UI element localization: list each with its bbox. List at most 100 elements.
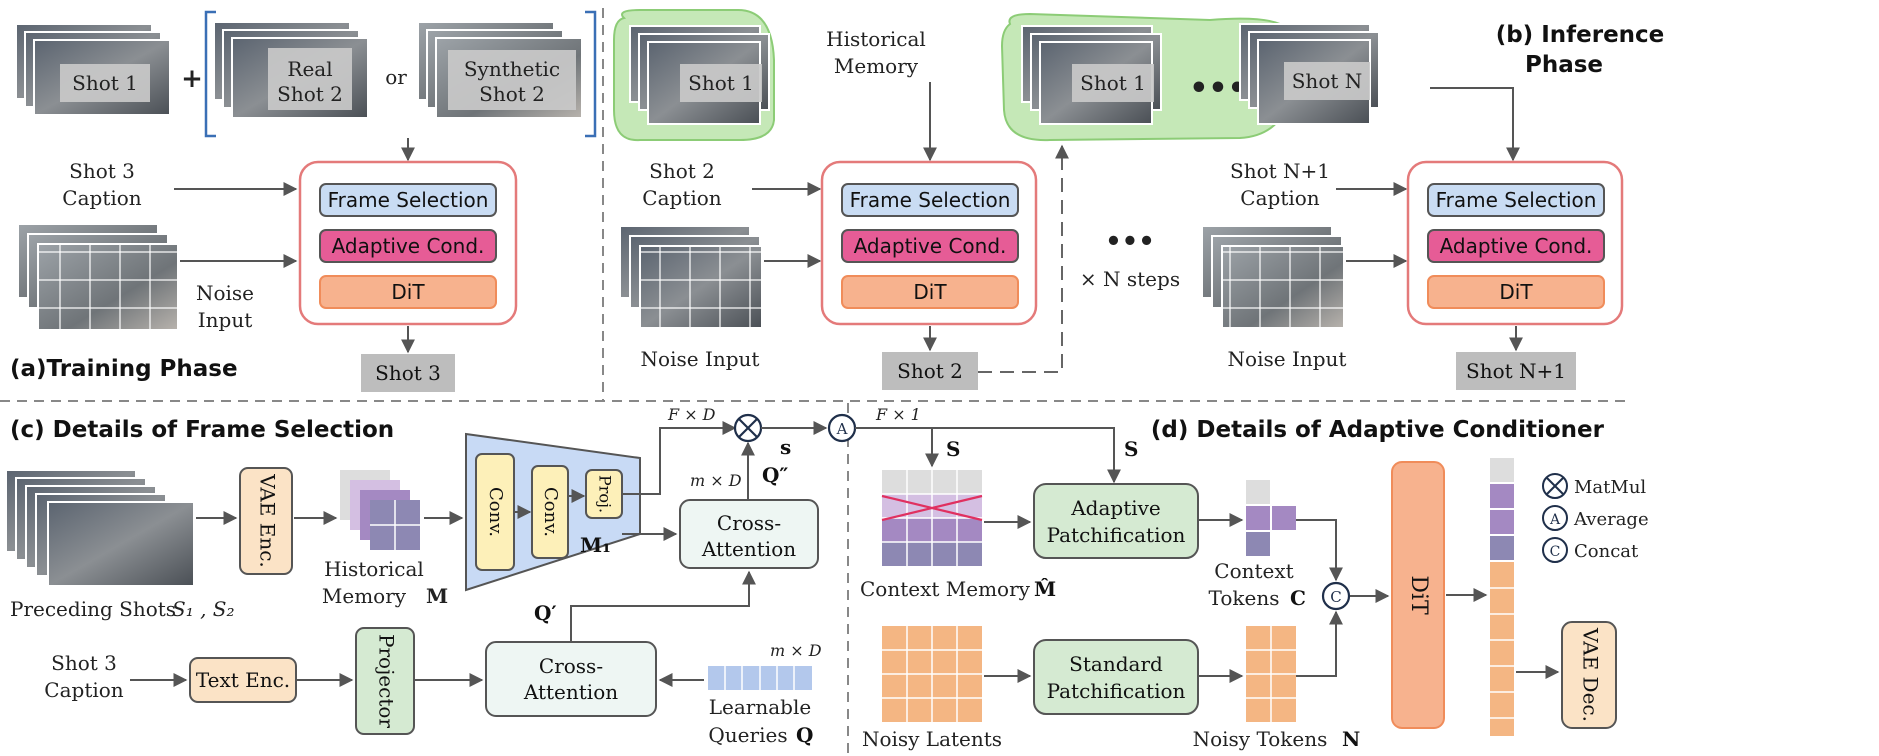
noisy-tokens-label: Noisy Tokens	[1193, 727, 1328, 751]
history-label-line2: Memory	[834, 54, 919, 78]
shot1-frame-stack: Shot 1	[15, 23, 171, 116]
synthetic-shot2-line1: Synthetic	[464, 57, 560, 81]
training-frame-selection: Frame Selection	[328, 188, 489, 212]
output-token-column	[1490, 458, 1514, 736]
q-prime-label: Q′	[534, 601, 557, 625]
text-enc-label: Text Enc.	[196, 668, 290, 692]
inference2-output-label: Shot 2	[897, 359, 963, 383]
S-left-label: S	[946, 437, 960, 461]
conv1-label: Conv.	[485, 487, 506, 537]
context-memory-grid	[881, 470, 983, 566]
cross-attn-top-line2: Attention	[701, 537, 796, 561]
inferenceN-output-box	[1456, 352, 1576, 390]
frame-selection-title: (c) Details of Frame Selection	[10, 417, 394, 443]
arrow-proj-to-matmul	[622, 421, 737, 495]
preceding-shots-label: Preceding Shots	[10, 597, 176, 621]
inference-caption2-line2: Caption	[642, 186, 722, 210]
legend-matmul-label: MatMul	[1574, 477, 1646, 498]
fxd-label: F × D	[667, 405, 716, 424]
inference-noiseN-label: Noise Input	[1228, 347, 1347, 371]
projector-label: Projector	[375, 634, 399, 728]
mxd-bottom-label: m × D	[770, 641, 822, 660]
context-memory-var: M̂	[1034, 577, 1056, 601]
training-output-box	[361, 354, 455, 392]
noisy-latents-grid	[882, 626, 982, 722]
average-icon-symbol: A	[836, 420, 848, 438]
learnable-var: Q	[796, 723, 813, 747]
context-memory-label: Context Memory	[860, 577, 1031, 601]
legend-matmul-icon	[1542, 473, 1568, 499]
m1-label: M₁	[580, 533, 611, 557]
cross-attn-bottom-line1: Cross-	[539, 654, 603, 678]
preceding-shots-vars: S₁ , S₂	[172, 597, 235, 621]
inference2-output-box	[882, 352, 978, 390]
training-shot1-label: Shot 1	[72, 71, 138, 95]
vae-enc-label: VAE Enc.	[256, 473, 280, 568]
n-steps-label: × N steps	[1080, 267, 1180, 291]
vae-dec-box	[1561, 621, 1617, 729]
real-shot2-line2: Shot 2	[277, 82, 343, 106]
legend-average-label: Average	[1573, 509, 1649, 530]
training-adaptive-cond: Adaptive Cond.	[332, 234, 485, 258]
adaptive-conditioner-section: F × 1 S S (d) Details of Adaptive Condit…	[855, 405, 1649, 751]
synthetic-shot2-line2: Shot 2	[479, 82, 545, 106]
frame-selection-details-section: (c) Details of Frame Selection Preceding…	[5, 405, 857, 747]
matmul-icon	[733, 413, 763, 443]
training-model-module: Frame Selection Adaptive Cond. DiT	[298, 160, 518, 326]
real-shot2-line1: Real	[287, 57, 332, 81]
synthetic-shot2-frame-stack: Synthetic Shot 2	[417, 21, 583, 119]
context-tokens-grid	[1246, 480, 1296, 556]
hist-memory-line1: Historical	[324, 557, 424, 581]
adaptive-patch-line1: Adaptive	[1070, 496, 1161, 520]
historical-memory-tokens	[340, 470, 420, 550]
inferenceN-frame-selection: Frame Selection	[1436, 188, 1597, 212]
inference-caption2-line1: Shot 2	[649, 159, 715, 183]
inference-shot1-label: Shot 1	[688, 71, 754, 95]
memory-ellipsis: •••	[1189, 71, 1247, 106]
inferenceN-output-label: Shot N+1	[1466, 359, 1566, 383]
steps-ellipsis: •••	[1105, 227, 1155, 257]
legend-average-symbol: A	[1549, 512, 1561, 528]
hist-memory-line2: Memory	[322, 584, 407, 608]
arrow-s-to-adaptive-patch	[855, 427, 1121, 484]
inference-captionN-line2: Caption	[1240, 186, 1320, 210]
learnable-line1: Learnable	[709, 695, 811, 719]
training-dit: DiT	[391, 280, 425, 304]
training-phase-section: Shot 1 + Real Shot 2 or Synthetic Shot 2…	[10, 10, 597, 392]
inference-noise2-label: Noise Input	[641, 347, 760, 371]
arrow-historyN-to-module	[1430, 87, 1520, 162]
inference2-frame-selection: Frame Selection	[850, 188, 1011, 212]
inference-title-line2: Phase	[1525, 52, 1603, 78]
legend-concat-label: Concat	[1574, 541, 1639, 562]
learnable-queries-tokens	[708, 666, 812, 690]
adaptive-patch-line2: Patchification	[1047, 523, 1186, 547]
s-label: s	[780, 435, 791, 459]
inference-title-line1: (b) Inference	[1496, 22, 1665, 48]
bracket-right	[585, 10, 597, 138]
context-tokens-var: C	[1290, 586, 1306, 610]
vae-enc-box	[239, 467, 293, 575]
legend-concat-icon: C	[1542, 537, 1568, 563]
real-shot2-frame-stack: Real Shot 2	[213, 21, 369, 119]
hist-memory-var: M	[426, 584, 448, 608]
inferenceN-dit: DiT	[1499, 280, 1533, 304]
inference-b-shot1-label: Shot 1	[1080, 71, 1146, 95]
concat-icon: C	[1321, 581, 1351, 611]
adaptive-title: (d) Details of Adaptive Conditioner	[1151, 417, 1605, 443]
q-double-label: Q″	[762, 463, 788, 487]
inference-shotN-stack: Shot N	[1239, 23, 1380, 125]
dit-block	[1391, 461, 1445, 729]
training-caption-line2: Caption	[62, 186, 142, 210]
inference2-dit: DiT	[913, 280, 947, 304]
training-caption-line1: Shot 3	[69, 159, 135, 183]
fs-caption-line1: Shot 3	[51, 651, 117, 675]
preceding-shots-stack	[5, 469, 195, 587]
noisy-latents-label: Noisy Latents	[862, 727, 1002, 751]
arrow-qprime	[570, 570, 756, 642]
inference-shot1-stack: Shot 1	[629, 25, 770, 125]
concat-symbol: C	[1330, 588, 1341, 606]
training-noise-line1: Noise	[196, 281, 254, 305]
context-tokens-line1: Context	[1214, 559, 1293, 583]
inference-noiseN-stack	[1201, 225, 1345, 329]
